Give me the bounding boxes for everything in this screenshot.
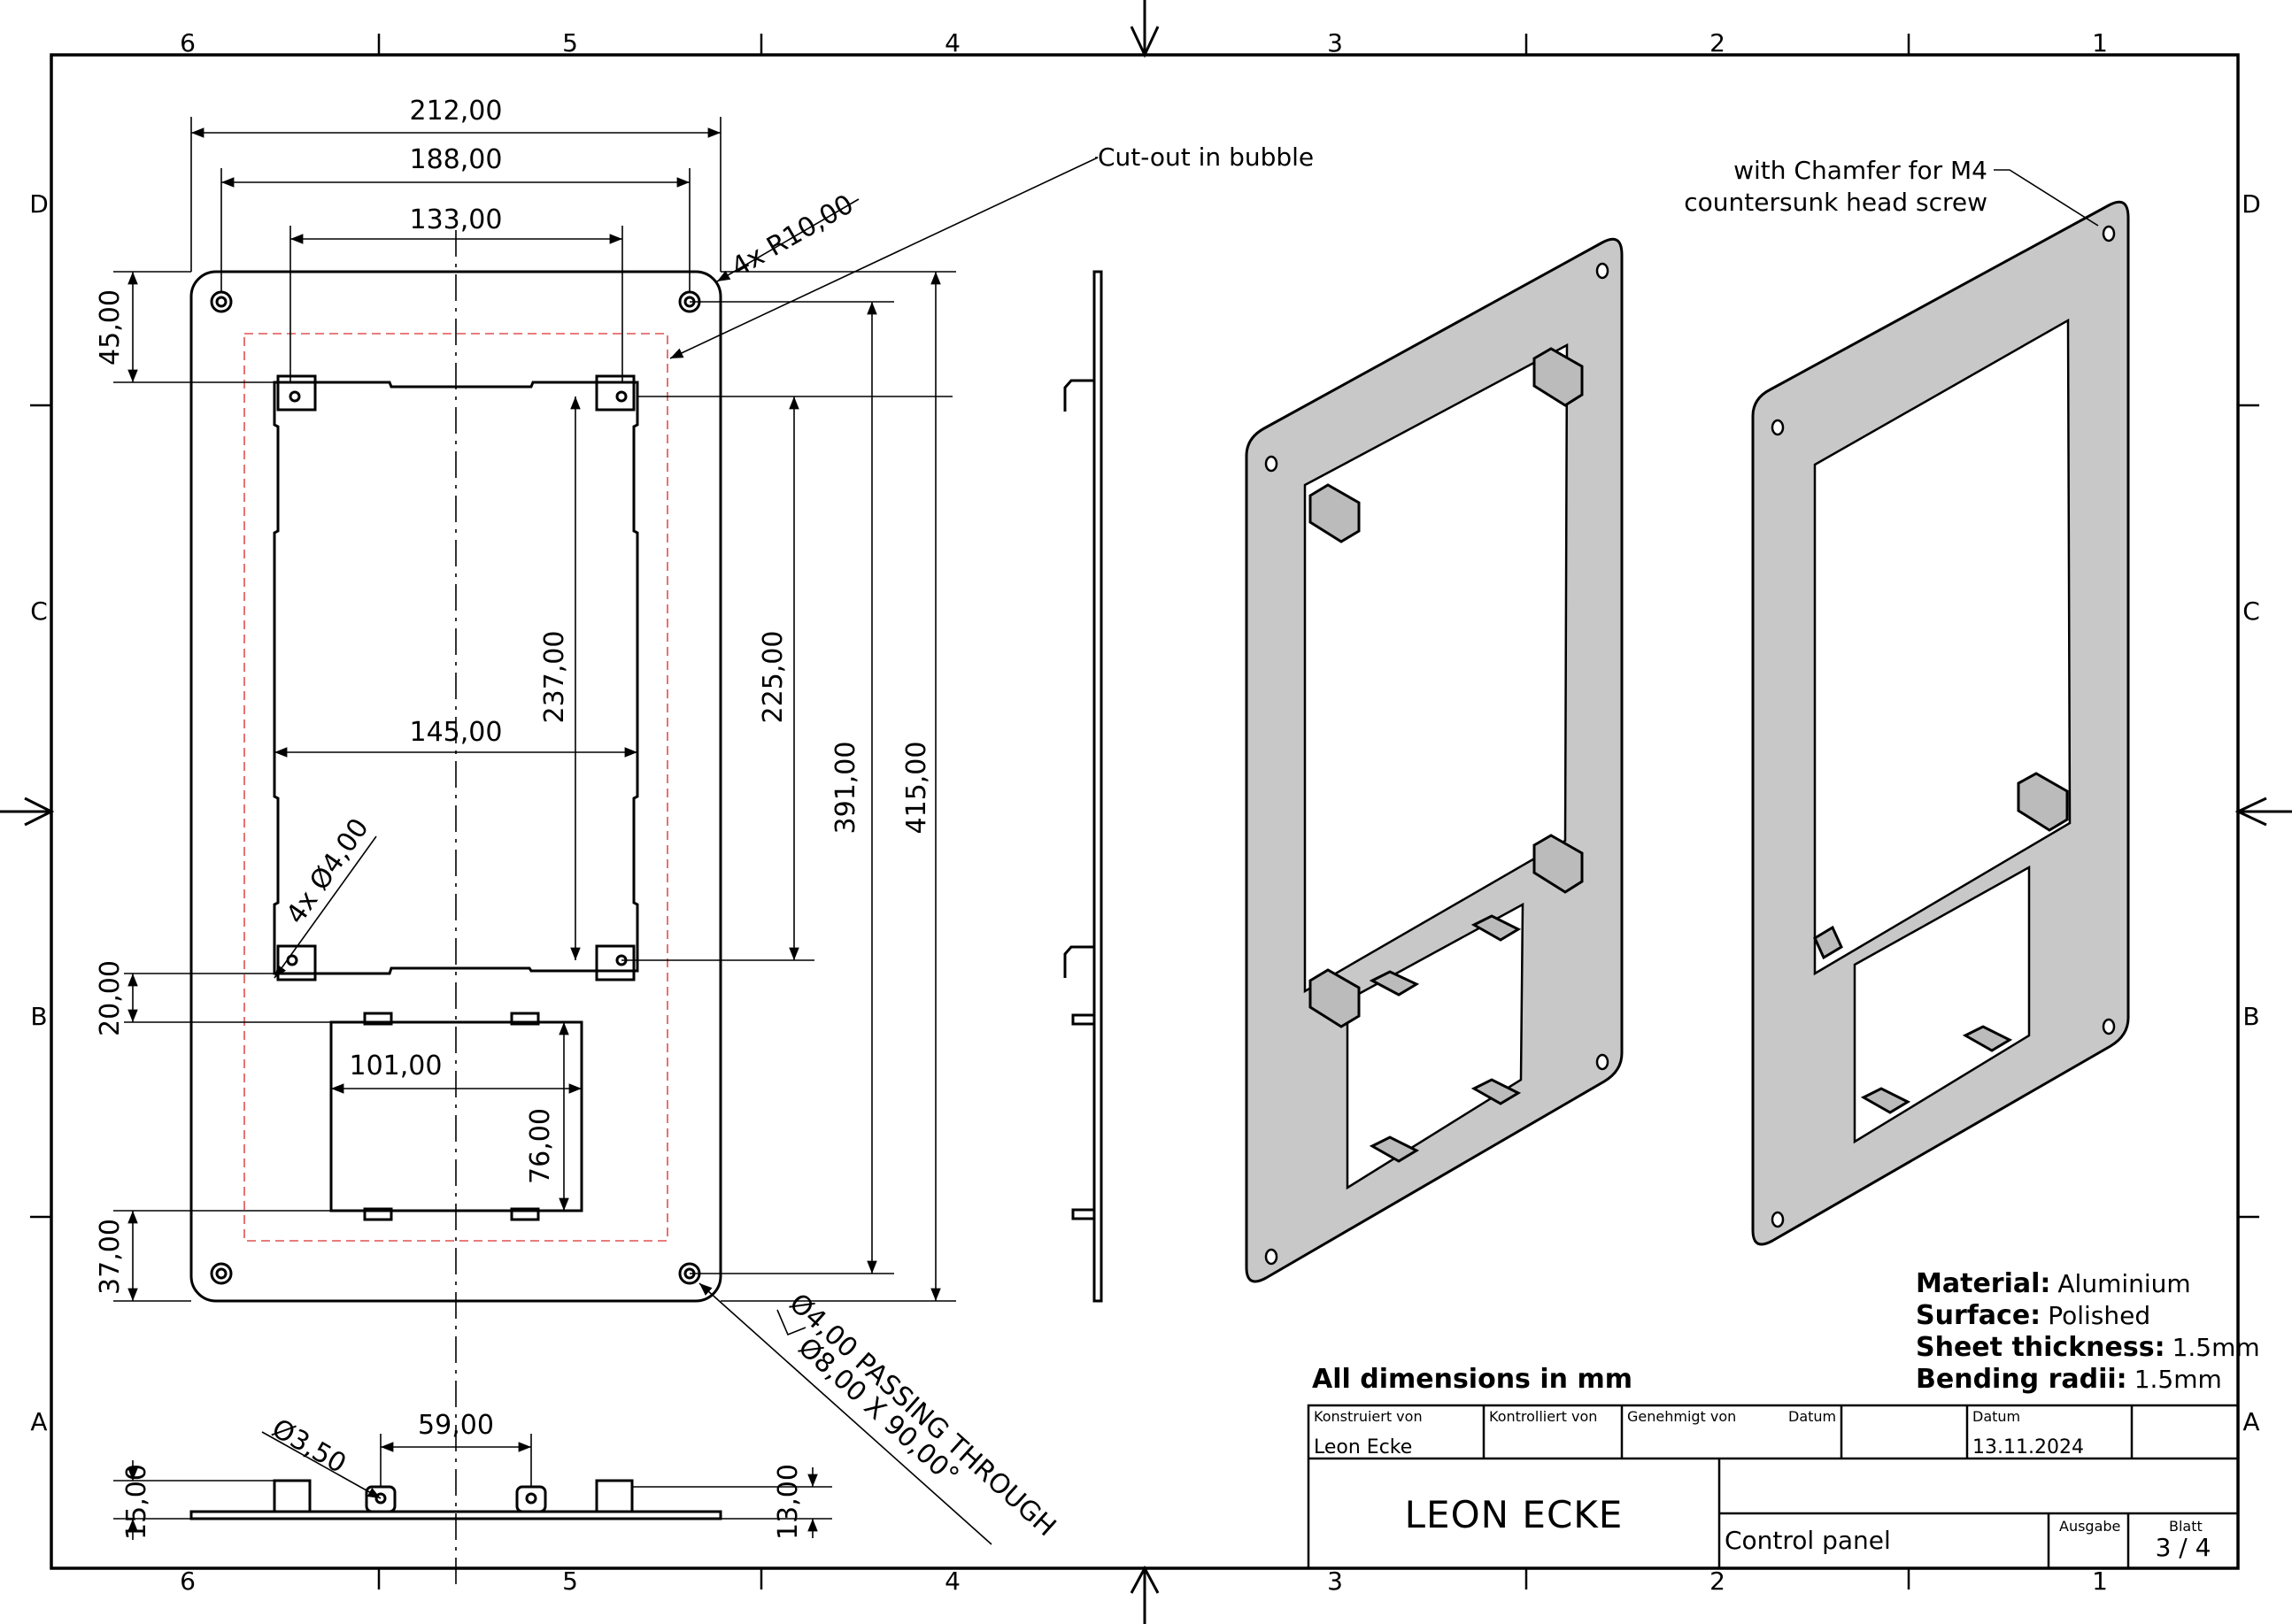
side-view (1063, 270, 1103, 1303)
callout-chamfer-1: with Chamfer for M4 (1733, 156, 1987, 185)
zone-col-2-bottom: 2 (1709, 1566, 1725, 1596)
bottom-view: 59,00 Ø3,50 15,00 13,00 (113, 1410, 832, 1540)
thickness-value: 1.5mm (2172, 1333, 2260, 1362)
callout-chamfer-2: countersunk head screw (1684, 188, 1987, 217)
dim-45: 45,00 (95, 289, 126, 366)
dim-3-5: Ø3,50 (266, 1413, 351, 1481)
zone-row-c-right: C (2242, 596, 2260, 626)
tb-konstruiert-value: Leon Ecke (1314, 1436, 1412, 1459)
tb-blatt-label: Blatt (2169, 1518, 2203, 1535)
zone-col-3: 3 (1327, 28, 1343, 58)
dim-188: 188,00 (410, 144, 503, 175)
dim-hole-4: 4x Ø4,00 (281, 812, 375, 929)
dim-15: 15,00 (121, 1464, 152, 1540)
tb-datum2-label: Datum (1972, 1408, 2020, 1425)
tb-genehmigt-label: Genehmigt von (1627, 1408, 1736, 1425)
svg-text:Bending radii:1.5mm: Bending radii:1.5mm (1916, 1364, 2222, 1395)
dim-59: 59,00 (418, 1410, 494, 1441)
material-specs: Material:Aluminium Surface:Polished Shee… (1312, 1268, 2260, 1395)
zone-col-1: 1 (2092, 28, 2108, 58)
zone-col-1-bottom: 1 (2092, 1566, 2108, 1596)
tb-datum2-value: 13.11.2024 (1972, 1436, 2084, 1459)
surface-value: Polished (2048, 1301, 2150, 1330)
zone-row-d-right: D (2242, 189, 2261, 219)
svg-text:Material:Aluminium: Material:Aluminium (1916, 1268, 2191, 1299)
units-note: All dimensions in mm (1312, 1364, 1632, 1395)
svg-text:Sheet thickness:1.5mm: Sheet thickness:1.5mm (1916, 1332, 2260, 1363)
company-logo-text: LEON ECKE (1405, 1493, 1624, 1536)
zone-col-2: 2 (1709, 28, 1725, 58)
dim-76: 76,00 (525, 1108, 556, 1184)
isometric-view-back: with Chamfer for M4 countersunk head scr… (1684, 156, 2130, 1246)
dim-133: 133,00 (410, 204, 503, 235)
dim-225: 225,00 (758, 631, 789, 724)
chamfer-leader (1994, 169, 2099, 227)
tb-ausgabe-label: Ausgabe (2059, 1518, 2120, 1535)
svg-text:Surface:Polished: Surface:Polished (1916, 1300, 2150, 1331)
zone-row-a: A (30, 1407, 47, 1436)
dim-145: 145,00 (410, 717, 503, 748)
dim-391: 391,00 (830, 742, 861, 835)
dim-212: 212,00 (410, 96, 503, 127)
zone-row-a-right: A (2242, 1407, 2259, 1436)
dim-415: 415,00 (901, 742, 932, 835)
zone-col-4-bottom: 4 (945, 1566, 961, 1596)
zone-row-d: D (29, 189, 49, 219)
thickness-label: Sheet thickness: (1916, 1332, 2165, 1363)
zone-col-3-bottom: 3 (1327, 1566, 1343, 1596)
zone-col-6-bottom: 6 (180, 1566, 196, 1596)
zone-col-4: 4 (945, 28, 961, 58)
zone-row-b-right: B (2242, 1002, 2259, 1031)
tb-datum-label: Datum (1788, 1408, 1836, 1425)
tb-kontrolliert-label: Kontrolliert von (1489, 1408, 1597, 1425)
display-cutout (273, 381, 639, 975)
dim-101: 101,00 (350, 1051, 443, 1081)
tb-blatt-value: 3 / 4 (2156, 1533, 2211, 1562)
dim-237: 237,00 (539, 631, 570, 724)
dim-13: 13,00 (773, 1464, 804, 1540)
isometric-view-front (1245, 237, 1624, 1283)
dim-20: 20,00 (95, 960, 126, 1036)
display-tabs (276, 374, 636, 981)
title-block: Konstruiert von Leon Ecke Kontrolliert v… (1307, 1404, 2240, 1570)
zone-col-6: 6 (180, 28, 196, 58)
drawing-title: Control panel (1725, 1526, 1891, 1555)
small-cutout-tabs (363, 1012, 540, 1221)
bending-label: Bending radii: (1916, 1364, 2127, 1395)
zone-col-5: 5 (562, 28, 578, 58)
bending-value: 1.5mm (2134, 1365, 2222, 1394)
dim-hole-passing: Ø4,00 PASSING THROUGH (783, 1288, 1062, 1543)
tb-konstruiert-label: Konstruiert von (1314, 1408, 1423, 1425)
surface-label: Surface: (1916, 1300, 2041, 1331)
zone-row-c: C (30, 596, 48, 626)
zone-labels: 6 5 4 3 2 1 6 5 4 3 2 1 D C B A D C B A (29, 28, 2261, 1596)
dim-37: 37,00 (95, 1219, 126, 1295)
zone-row-b: B (30, 1002, 47, 1031)
zone-col-5-bottom: 5 (562, 1566, 578, 1596)
dim-r10: 4x R10,00 (726, 189, 859, 283)
front-view: 212,00 188,00 133,00 45,00 4x R10,00 145… (95, 96, 1314, 1589)
material-value: Aluminium (2057, 1269, 2190, 1298)
countersink-symbol (776, 1309, 806, 1336)
callout-cutout: Cut-out in bubble (1098, 142, 1314, 172)
small-cutout (329, 1020, 583, 1212)
material-label: Material: (1916, 1268, 2050, 1299)
